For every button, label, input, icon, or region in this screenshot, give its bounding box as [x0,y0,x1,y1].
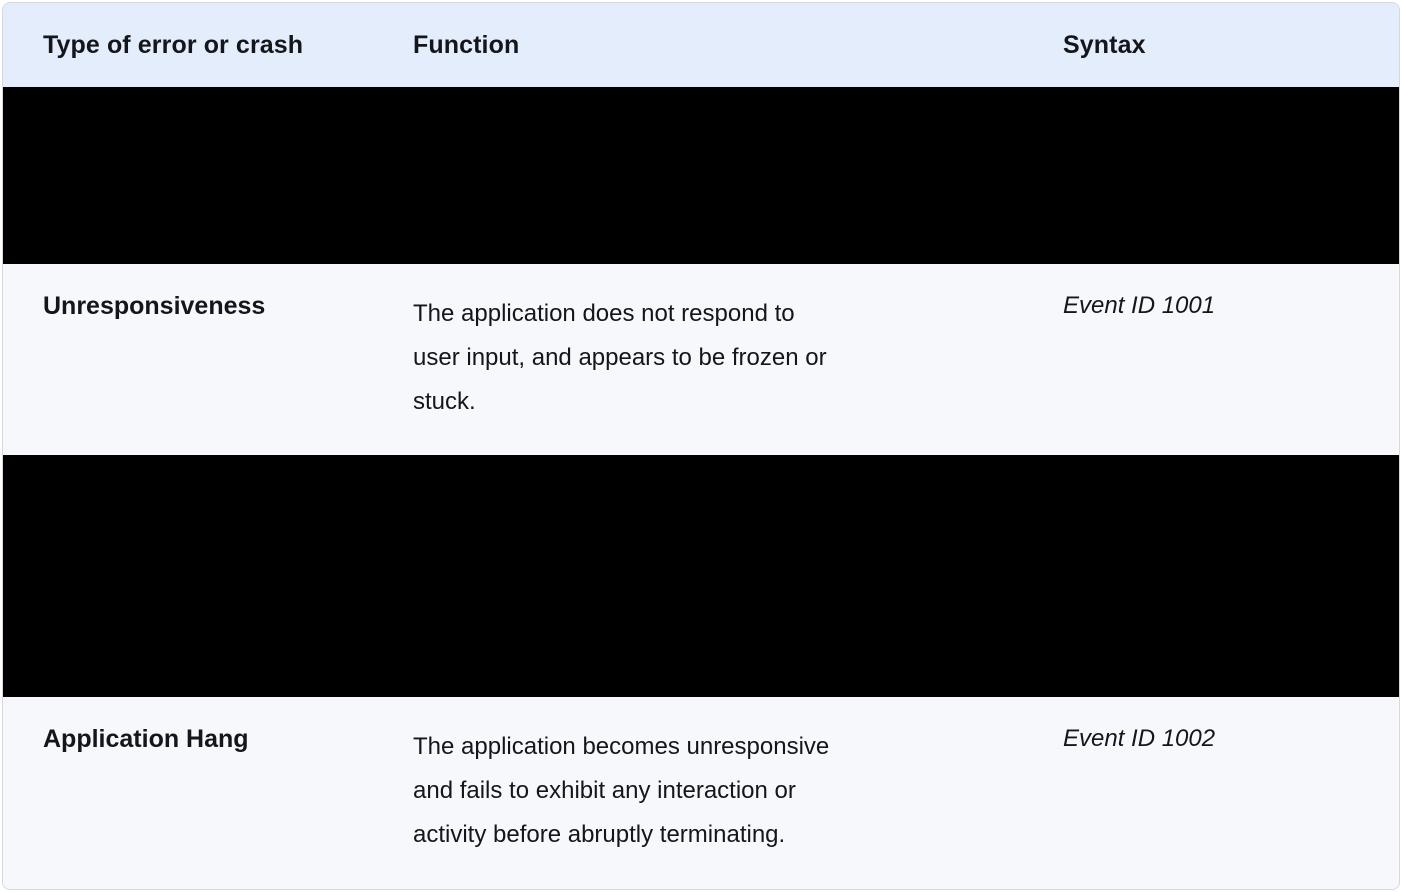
function-cell: The application becomes unresponsive and… [413,733,830,848]
function-cell: The application does not respond to user… [413,300,827,415]
table-row-unresponsiveness: Unresponsiveness The application does no… [3,264,1399,455]
error-type-cell: Application Hang [43,725,249,753]
column-header-syntax: Syntax [1063,30,1146,59]
column-header-function: Function [413,30,520,59]
syntax-cell: Event ID 1001 [1063,292,1216,319]
redacted-row [3,87,1399,264]
table-row-application-hang: Application Hang The application becomes… [3,697,1399,889]
error-type-cell: Unresponsiveness [43,292,266,320]
syntax-cell: Event ID 1002 [1063,725,1216,752]
column-header-type-of-error: Type of error or crash [43,30,304,59]
redacted-row [3,455,1399,697]
table-header-row: Type of error or crash Function Syntax [3,3,1399,87]
